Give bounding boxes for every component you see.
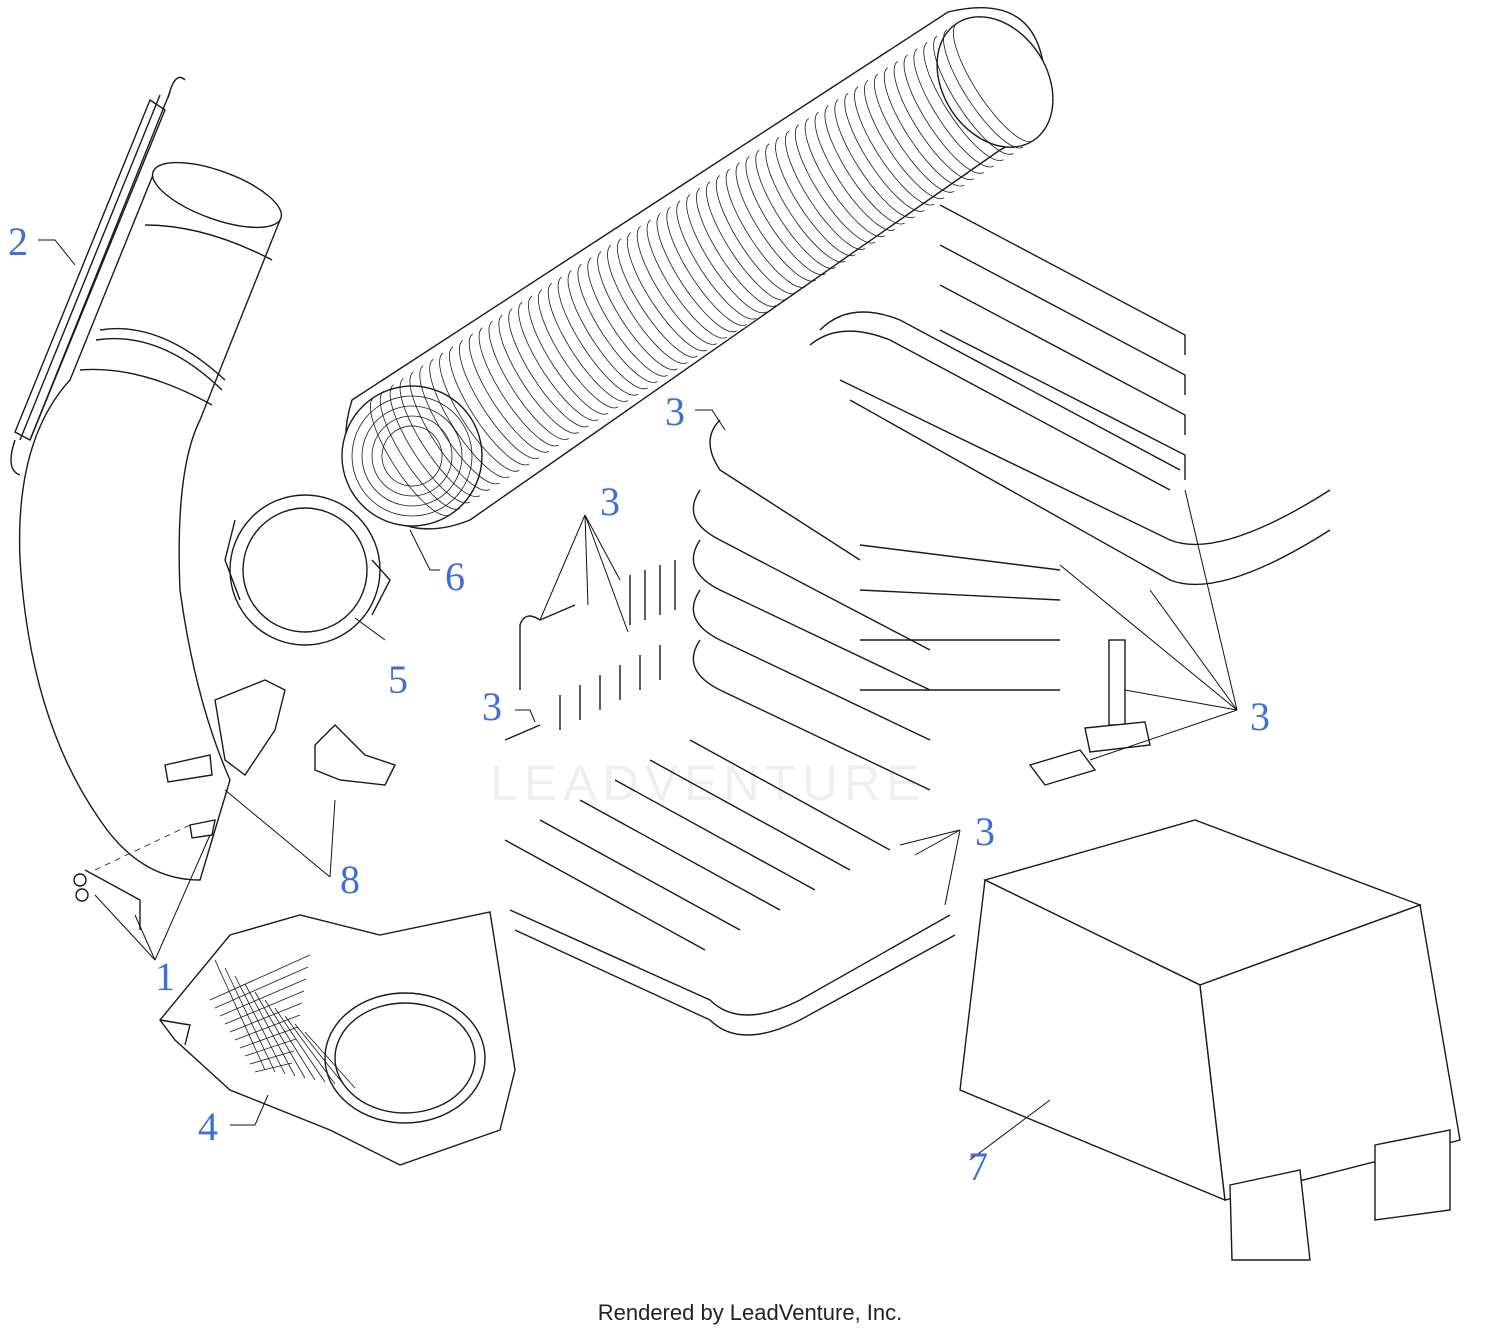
part-strap[interactable] bbox=[10, 76, 186, 476]
part-side-rails[interactable] bbox=[939, 204, 1186, 480]
callout-8: 8 bbox=[340, 857, 360, 902]
callout-3e: 3 bbox=[975, 809, 995, 854]
part-blower-housing[interactable] bbox=[159, 911, 516, 1166]
part-ring[interactable] bbox=[224, 494, 391, 646]
part-hardware-1[interactable] bbox=[73, 819, 216, 930]
part-bag-cover[interactable] bbox=[959, 819, 1461, 1261]
footer-credit: Rendered by LeadVenture, Inc. bbox=[598, 1300, 903, 1325]
leader-lines bbox=[38, 239, 1238, 1161]
part-frame-upper[interactable] bbox=[692, 311, 1331, 791]
callout-3a: 3 bbox=[665, 389, 685, 434]
callout-5: 5 bbox=[388, 657, 408, 702]
callout-3d: 3 bbox=[1250, 694, 1270, 739]
part-hose[interactable] bbox=[315, 0, 1077, 553]
watermark: LEADVENTURE bbox=[490, 755, 926, 811]
callout-6: 6 bbox=[445, 554, 465, 599]
callout-3b: 3 bbox=[600, 479, 620, 524]
callout-2: 2 bbox=[8, 219, 28, 264]
part-post-mount[interactable] bbox=[1028, 639, 1151, 786]
callout-7: 7 bbox=[968, 1144, 988, 1189]
part-hardware-3[interactable] bbox=[504, 560, 676, 741]
part-deflector[interactable] bbox=[164, 679, 396, 786]
part-frame-lower[interactable] bbox=[504, 739, 956, 1036]
part-chute[interactable] bbox=[18, 149, 290, 881]
callout-4: 4 bbox=[198, 1104, 218, 1149]
callout-3c: 3 bbox=[482, 684, 502, 729]
callout-1: 1 bbox=[155, 954, 175, 999]
